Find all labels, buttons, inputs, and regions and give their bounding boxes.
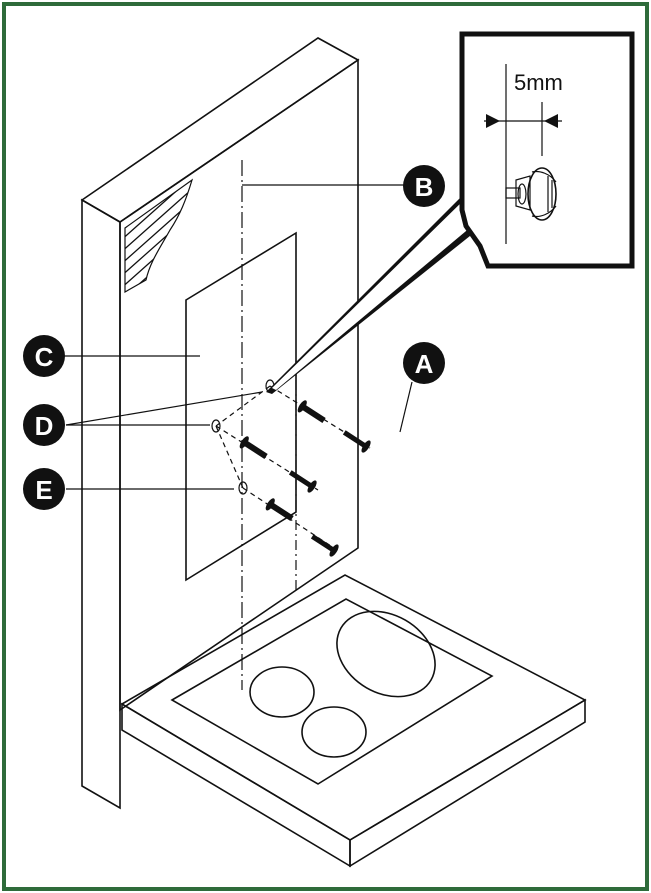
inset-frame <box>459 31 635 269</box>
badge-b: B <box>403 165 445 207</box>
badge-a-label: A <box>415 349 434 379</box>
screw-3 <box>239 436 268 460</box>
badge-b-label: B <box>415 172 434 202</box>
detail-inset: 5mm <box>459 31 635 269</box>
wall-panel <box>80 37 360 810</box>
drill-hole-lower <box>238 481 248 495</box>
drill-hole-left <box>211 419 221 433</box>
screw-2 <box>342 430 371 453</box>
badge-a: A <box>403 342 445 384</box>
badge-d: D <box>23 404 65 446</box>
badge-e-label: E <box>35 475 52 505</box>
screw-6 <box>310 534 339 557</box>
screw-4 <box>288 470 317 493</box>
badges: B C A D E <box>23 165 445 510</box>
screw-5 <box>265 498 294 522</box>
leader-lines <box>62 184 413 490</box>
screws <box>239 400 371 557</box>
cooking-zone-left <box>249 666 315 718</box>
dimension-arrow-right <box>544 114 558 128</box>
hob-glass <box>170 598 494 785</box>
screw-1 <box>297 400 326 424</box>
assembly-paths <box>215 385 371 553</box>
cooking-zone-front <box>301 706 367 758</box>
dimension-arrow-left <box>486 114 500 128</box>
wall-cut-hatch <box>124 178 194 294</box>
badge-c: C <box>23 335 65 377</box>
badge-c-label: C <box>35 342 54 372</box>
dimension-label: 5mm <box>514 70 563 95</box>
badge-e: E <box>23 468 65 510</box>
cooking-zone-large <box>336 610 436 698</box>
screw-head-detail <box>505 167 557 221</box>
hob <box>120 574 587 868</box>
mounting-template <box>185 231 297 582</box>
badge-d-label: D <box>35 411 54 441</box>
